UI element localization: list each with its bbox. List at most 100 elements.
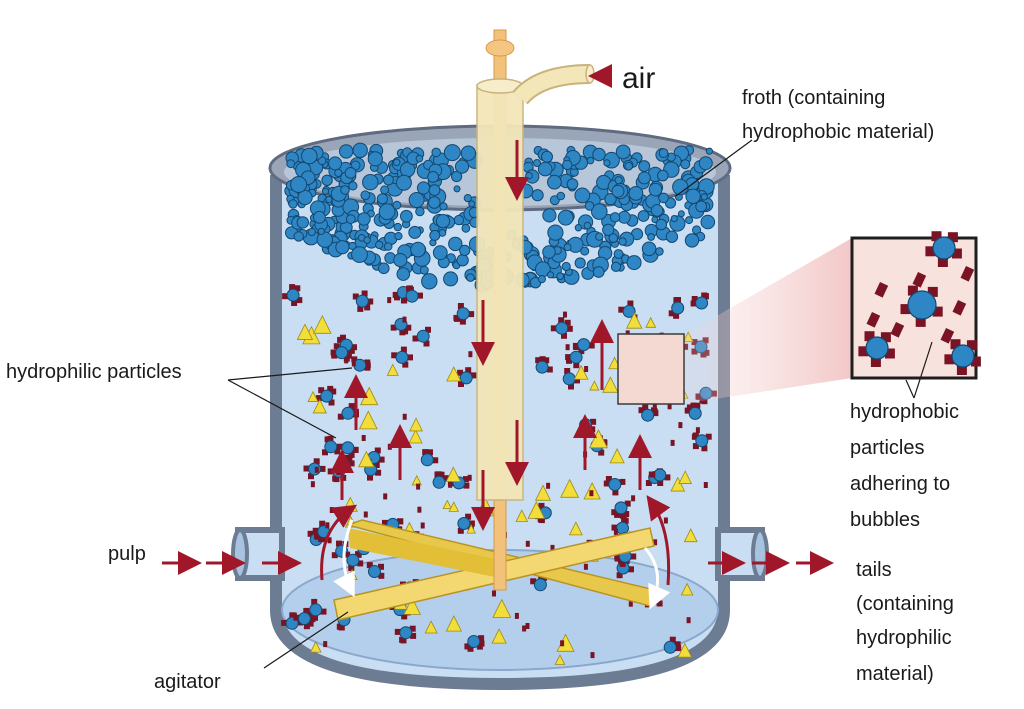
dark-particle bbox=[468, 351, 473, 358]
froth-bubble bbox=[614, 176, 623, 185]
air-bubble bbox=[533, 578, 547, 592]
bubble-with-particles bbox=[572, 338, 595, 352]
hydrophilic-triangle bbox=[312, 314, 332, 334]
attached-particle bbox=[318, 536, 325, 543]
froth-bubble bbox=[288, 199, 298, 209]
dark-particle bbox=[651, 471, 656, 478]
froth-bubble bbox=[556, 191, 566, 201]
froth-bubble bbox=[531, 189, 544, 202]
froth-bubble bbox=[453, 185, 461, 193]
bubble-with-particles bbox=[432, 471, 449, 489]
bubble-with-particles bbox=[366, 562, 385, 579]
dark-particle bbox=[613, 528, 618, 535]
dark-particle bbox=[402, 316, 407, 323]
froth-bubble bbox=[700, 193, 708, 201]
froth-bubble bbox=[431, 147, 442, 158]
attached-particle bbox=[546, 366, 553, 373]
inset-attached-particle bbox=[907, 285, 918, 296]
froth-bubble bbox=[547, 224, 564, 241]
hydrophilic-triangle bbox=[442, 499, 452, 510]
attached-particle bbox=[611, 524, 618, 531]
inset-attached-particle bbox=[966, 340, 977, 351]
attached-particle bbox=[397, 518, 404, 525]
air-bubble bbox=[420, 453, 434, 467]
air-bubble bbox=[309, 603, 323, 617]
froth-bubble bbox=[655, 218, 668, 231]
froth-bubble bbox=[301, 147, 318, 165]
dark-particle bbox=[351, 360, 356, 367]
bubble-with-particles bbox=[412, 326, 431, 347]
dark-particle bbox=[403, 297, 408, 304]
froth-bubble bbox=[375, 240, 384, 250]
inset-attached-particle bbox=[900, 304, 911, 315]
froth-bubble bbox=[378, 203, 396, 221]
dark-particle bbox=[416, 483, 421, 490]
froth-bubble bbox=[376, 193, 388, 205]
froth-bubble bbox=[670, 215, 678, 223]
dark-particle bbox=[589, 490, 594, 497]
froth-bubble bbox=[357, 212, 371, 226]
bubble-with-particles bbox=[315, 385, 337, 406]
attached-particle bbox=[454, 315, 461, 322]
froth-bubble bbox=[461, 223, 471, 233]
attached-particle bbox=[361, 290, 368, 297]
attached-particle bbox=[282, 293, 289, 300]
froth-bubble bbox=[408, 225, 422, 239]
hydrophilic-triangle bbox=[445, 466, 462, 483]
attached-particle bbox=[357, 305, 364, 312]
bubble-with-particles bbox=[344, 551, 364, 571]
attached-particle bbox=[675, 645, 682, 652]
attached-particle bbox=[603, 480, 610, 487]
attached-particle bbox=[378, 572, 385, 579]
attached-particle bbox=[564, 319, 571, 326]
attached-particle bbox=[598, 449, 605, 456]
dark-particle bbox=[653, 539, 658, 546]
hydrophilic-triangle bbox=[386, 363, 399, 376]
attached-particle bbox=[684, 407, 691, 414]
tails-label-line2: (containing bbox=[856, 593, 954, 615]
dark-particle bbox=[467, 474, 472, 481]
attached-particle bbox=[410, 632, 417, 639]
hydrophilic-triangle bbox=[534, 484, 552, 501]
air-bubble bbox=[641, 408, 655, 422]
hydrophilic-triangle bbox=[645, 316, 657, 328]
attached-particle bbox=[691, 296, 698, 302]
dark-particle bbox=[631, 495, 636, 502]
bubble-with-particles bbox=[611, 500, 631, 519]
bubble-with-particles bbox=[691, 432, 712, 452]
inset-attached-particle bbox=[880, 332, 891, 343]
air-bubble bbox=[341, 406, 355, 420]
air-bubble bbox=[297, 612, 311, 626]
attached-particle bbox=[312, 527, 319, 534]
froth-bubble bbox=[460, 145, 477, 161]
attached-particle bbox=[543, 357, 550, 364]
air-bubble bbox=[688, 406, 702, 420]
air-bubble bbox=[286, 288, 300, 302]
attached-particle bbox=[322, 449, 328, 456]
attached-particle bbox=[281, 619, 288, 626]
froth-bubble bbox=[591, 203, 608, 220]
attached-particle bbox=[673, 312, 680, 319]
froth-bubble bbox=[563, 243, 572, 252]
hydrophilic-triangle bbox=[358, 450, 375, 468]
hydrophilic-triangle bbox=[424, 620, 438, 634]
attached-particle bbox=[320, 608, 327, 615]
bubble-with-particles bbox=[391, 346, 413, 368]
attached-particle bbox=[457, 369, 464, 376]
inset-attached-particle bbox=[931, 231, 942, 242]
bubble-with-particles bbox=[464, 635, 485, 652]
froth-bubble bbox=[680, 159, 691, 170]
froth-bubble bbox=[383, 242, 393, 251]
air-bubble bbox=[341, 441, 355, 455]
froth-bubble bbox=[448, 236, 463, 252]
attached-particle bbox=[566, 325, 573, 332]
attached-particle bbox=[645, 480, 652, 486]
hydrophilic-particles-label: hydrophilic particles bbox=[6, 361, 182, 383]
attached-particle bbox=[422, 449, 429, 456]
froth-bubble bbox=[648, 182, 663, 197]
attached-particle bbox=[352, 293, 359, 300]
froth-bubble bbox=[396, 267, 411, 281]
air-bubble bbox=[695, 296, 709, 310]
inlet-pipe-opening bbox=[231, 528, 249, 580]
bubble-with-particles bbox=[293, 607, 316, 630]
